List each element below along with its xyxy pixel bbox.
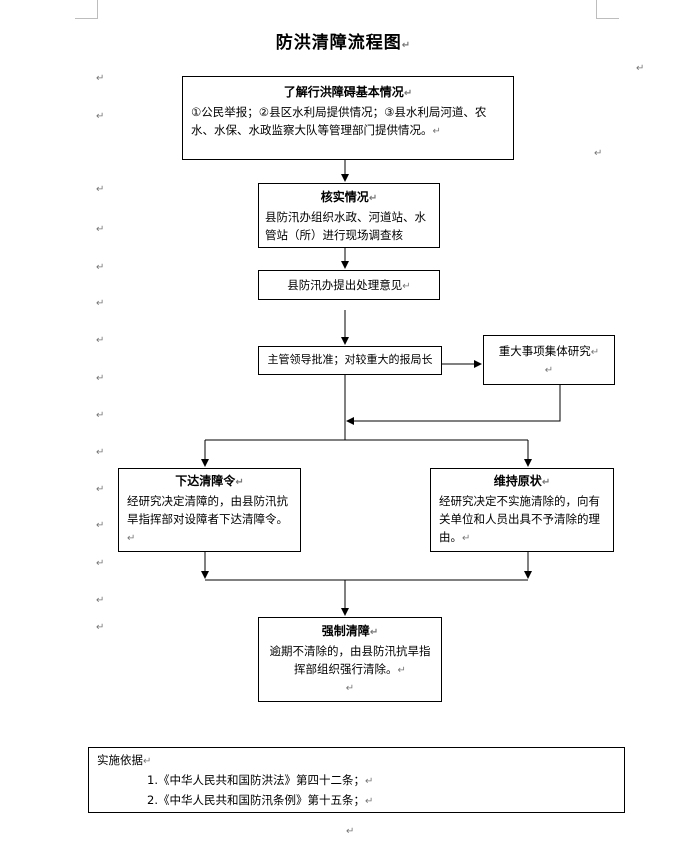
arrow-major-return — [346, 385, 561, 425]
paragraph-mark: ↵ — [96, 558, 105, 569]
box-major-matters: 重大事项集体研究↵ ↵ — [483, 335, 615, 385]
box-heading: 核实情况↵ — [320, 190, 378, 204]
box-issue-clearance-order: 下达清障令↵ 经研究决定清障的，由县防汛抗旱指挥部对设障者下达清障令。↵ — [118, 468, 301, 552]
paragraph-mark: ↵ — [96, 622, 105, 633]
paragraph-mark: ↵ — [96, 111, 105, 122]
page-title: 防洪清障流程图↵ — [275, 33, 412, 53]
page-corner-mark-left — [75, 0, 98, 19]
paragraph-mark: ↵ — [346, 826, 355, 837]
paragraph-mark: ↵ — [96, 484, 105, 495]
box-verify-situation: 核实情况↵ 县防汛办组织水政、河道站、水管站（所）进行现场调查核 — [258, 183, 440, 248]
paragraph-mark: ↵ — [96, 73, 105, 84]
box-maintain-status-quo: 维持原状↵ 经研究决定不实施清除的，向有关单位和人员出具不予清除的理由。↵ — [430, 468, 614, 552]
box-body: ①公民举报；②县区水利局提供情况；③县水利局河道、农水、水保、水政监察大队等管理… — [191, 105, 487, 137]
basis-item: 1.《中华人民共和国防洪法》第四十二条；↵ — [147, 773, 374, 787]
box-heading: 维持原状↵ — [493, 474, 551, 488]
paragraph-mark: ↵ — [96, 335, 105, 346]
paragraph-mark: ↵ — [96, 298, 105, 309]
box-body: 逾期不清除的，由县防汛抗旱指挥部组织强行清除。↵ — [269, 644, 431, 676]
paragraph-mark: ↵ — [594, 148, 603, 159]
box-body: 经研究决定不实施清除的，向有关单位和人员出具不予清除的理由。↵ — [439, 494, 600, 544]
box-body: 县防汛办组织水政、河道站、水管站（所）进行现场调查核 — [265, 210, 426, 242]
box-heading: 强制清障↵ — [321, 624, 379, 638]
paragraph-mark: ↵ — [96, 447, 105, 458]
box-forced-clearance: 强制清障↵ 逾期不清除的，由县防汛抗旱指挥部组织强行清除。↵ ↵ — [258, 617, 442, 702]
paragraph-mark: ↵ — [96, 184, 105, 195]
paragraph-mark: ↵ — [96, 224, 105, 235]
box-leader-approval: 主管领导批准；对较重大的报局长 — [258, 346, 442, 375]
box-understand-situation: 了解行洪障碍基本情况↵ ①公民举报；②县区水利局提供情况；③县水利局河道、农水、… — [182, 76, 514, 160]
paragraph-mark: ↵ — [96, 410, 105, 421]
implementation-basis: 实施依据↵ 1.《中华人民共和国防洪法》第四十二条；↵ 2.《中华人民共和国防汛… — [88, 747, 625, 813]
paragraph-mark: ↵ — [636, 63, 645, 74]
paragraph-mark: ↵ — [96, 262, 105, 273]
basis-label: 实施依据↵ — [97, 753, 152, 767]
paragraph-mark: ↵ — [96, 373, 105, 384]
paragraph-mark: ↵ — [96, 520, 105, 531]
box-processing-opinion: 县防汛办提出处理意见↵ — [258, 270, 440, 300]
box-body: 经研究决定清障的，由县防汛抗旱指挥部对设障者下达清障令。↵ — [127, 494, 288, 544]
paragraph-mark: ↵ — [96, 595, 105, 606]
basis-item: 2.《中华人民共和国防汛条例》第十五条；↵ — [147, 793, 374, 807]
box-heading: 了解行洪障碍基本情况↵ — [283, 85, 413, 99]
box-heading: 下达清障令↵ — [175, 474, 244, 488]
page-corner-mark-right — [596, 0, 619, 19]
